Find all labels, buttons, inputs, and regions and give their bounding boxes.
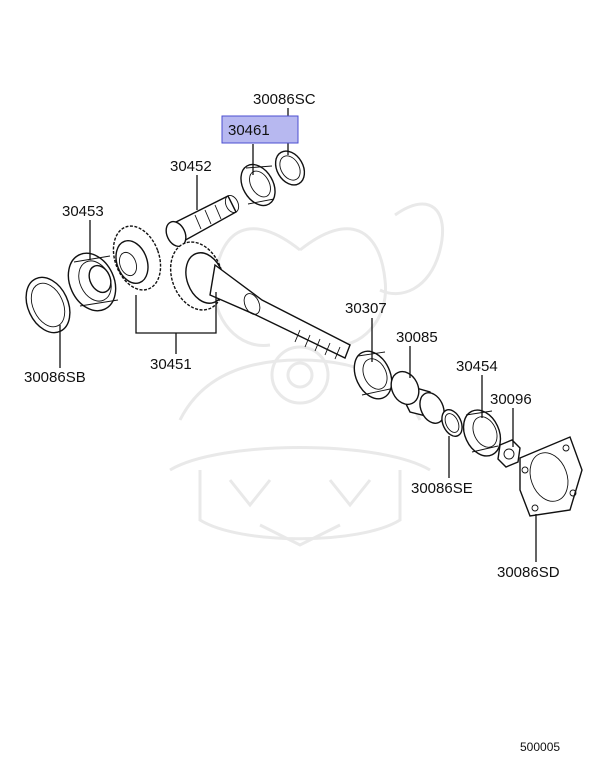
label-30461[interactable]: 30461: [228, 122, 270, 139]
label-30454[interactable]: 30454: [456, 358, 498, 375]
part-30086SE-snap-ring[interactable]: [438, 407, 466, 440]
part-labels: 30086SC 30461 30452 30453 30086SB 30451 …: [24, 91, 560, 754]
label-30096[interactable]: 30096: [490, 391, 532, 408]
label-30307[interactable]: 30307: [345, 300, 387, 317]
label-30086SE[interactable]: 30086SE: [411, 480, 473, 497]
label-30086SB[interactable]: 30086SB: [24, 369, 86, 386]
leader-lines: [59, 108, 537, 562]
part-30086SC-snap-ring[interactable]: [270, 146, 311, 190]
part-30086SD-gasket[interactable]: [519, 436, 583, 517]
part-30461-bearing[interactable]: [234, 158, 282, 211]
label-30086SC[interactable]: 30086SC: [253, 91, 316, 108]
part-30454-bearing[interactable]: [456, 404, 507, 462]
label-30451[interactable]: 30451: [150, 356, 192, 373]
part-30096-lock-nut[interactable]: [497, 439, 521, 468]
part-30453-bearing[interactable]: [59, 246, 124, 319]
diagram-code: 500005: [520, 740, 560, 754]
highlight-box-30461: [221, 115, 299, 144]
part-30451-output-shaft[interactable]: [162, 235, 351, 360]
part-30451-drive-gear-small[interactable]: [105, 219, 169, 296]
label-30085[interactable]: 30085: [396, 329, 438, 346]
label-30452[interactable]: 30452: [170, 158, 212, 175]
label-30086SD[interactable]: 30086SD: [497, 564, 560, 581]
label-30453[interactable]: 30453: [62, 203, 104, 220]
part-30452-pinion-shaft[interactable]: [162, 193, 241, 249]
part-30085-spacer[interactable]: [386, 367, 449, 427]
part-30307-bearing[interactable]: [347, 345, 399, 405]
